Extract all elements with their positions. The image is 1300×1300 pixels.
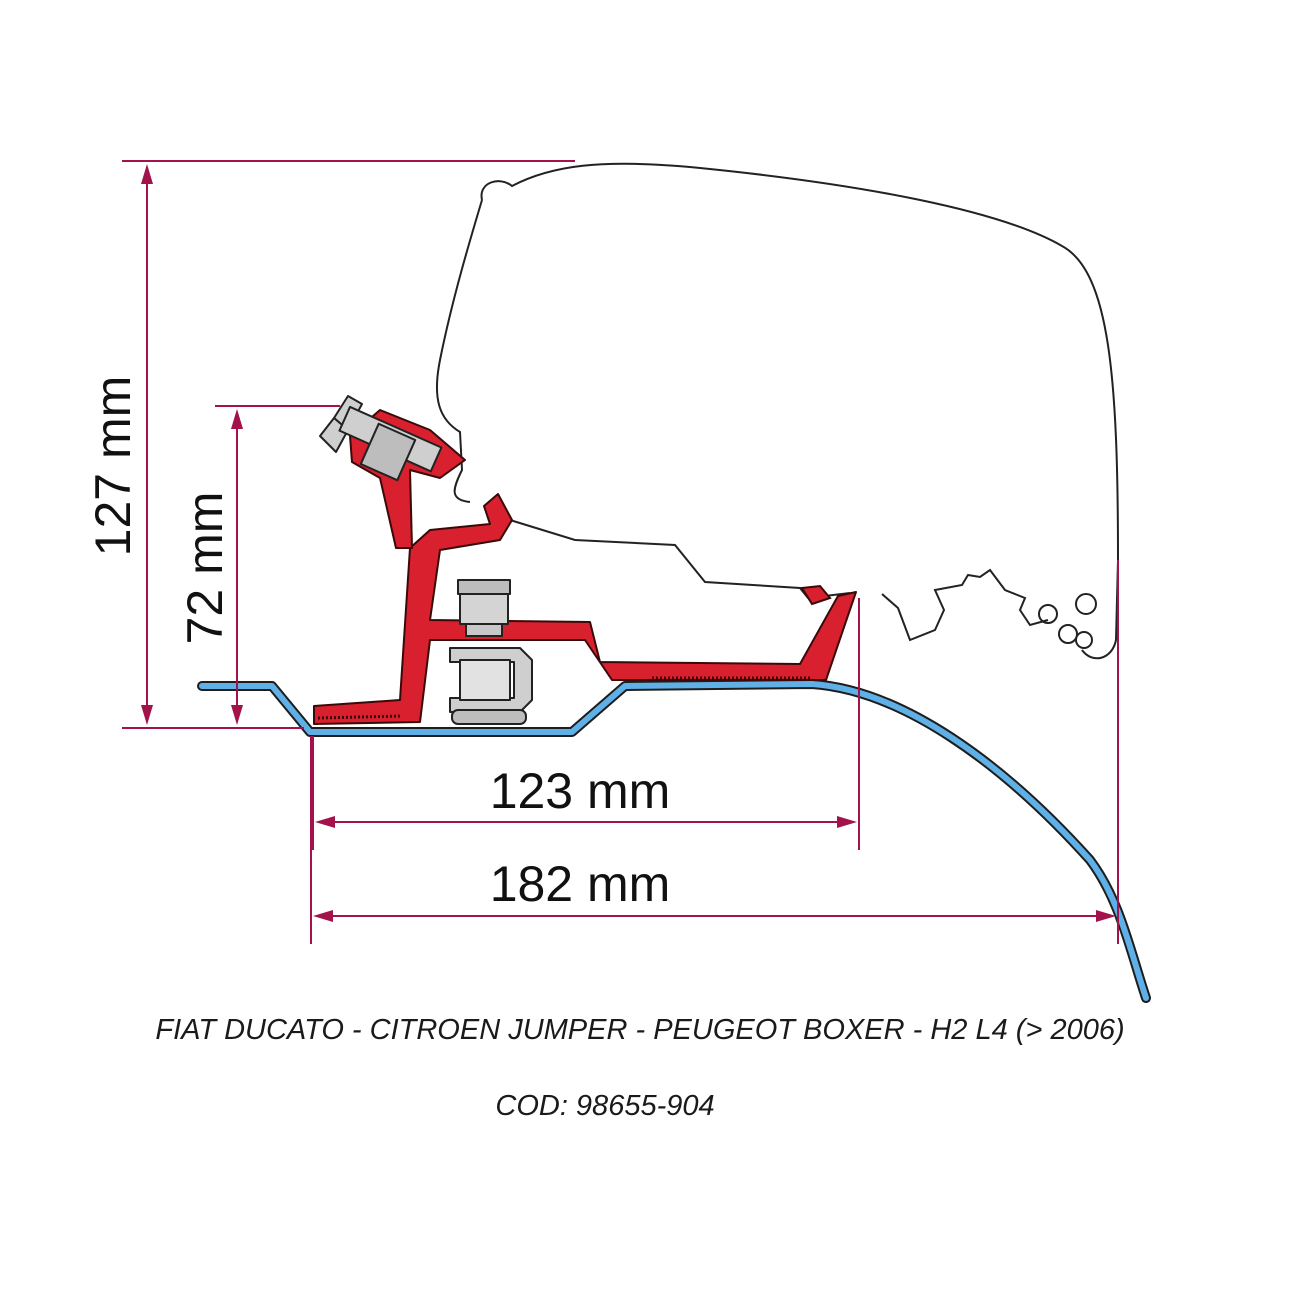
total-height-label: 127 mm	[85, 376, 141, 557]
dimension-lines	[122, 160, 1119, 944]
awning-case	[436, 162, 1120, 660]
vehicle-roof	[197, 679, 1151, 1003]
product-code-caption: COD: 98655-904	[495, 1090, 715, 1122]
clamp	[449, 579, 533, 725]
total-width-label: 182 mm	[490, 856, 671, 912]
vehicle-model-caption: FIAT DUCATO - CITROEN JUMPER - PEUGEOT B…	[155, 1014, 1125, 1046]
inner-width-label: 123 mm	[490, 763, 671, 819]
bolt	[319, 395, 443, 482]
bracket-height-label: 72 mm	[177, 492, 233, 645]
